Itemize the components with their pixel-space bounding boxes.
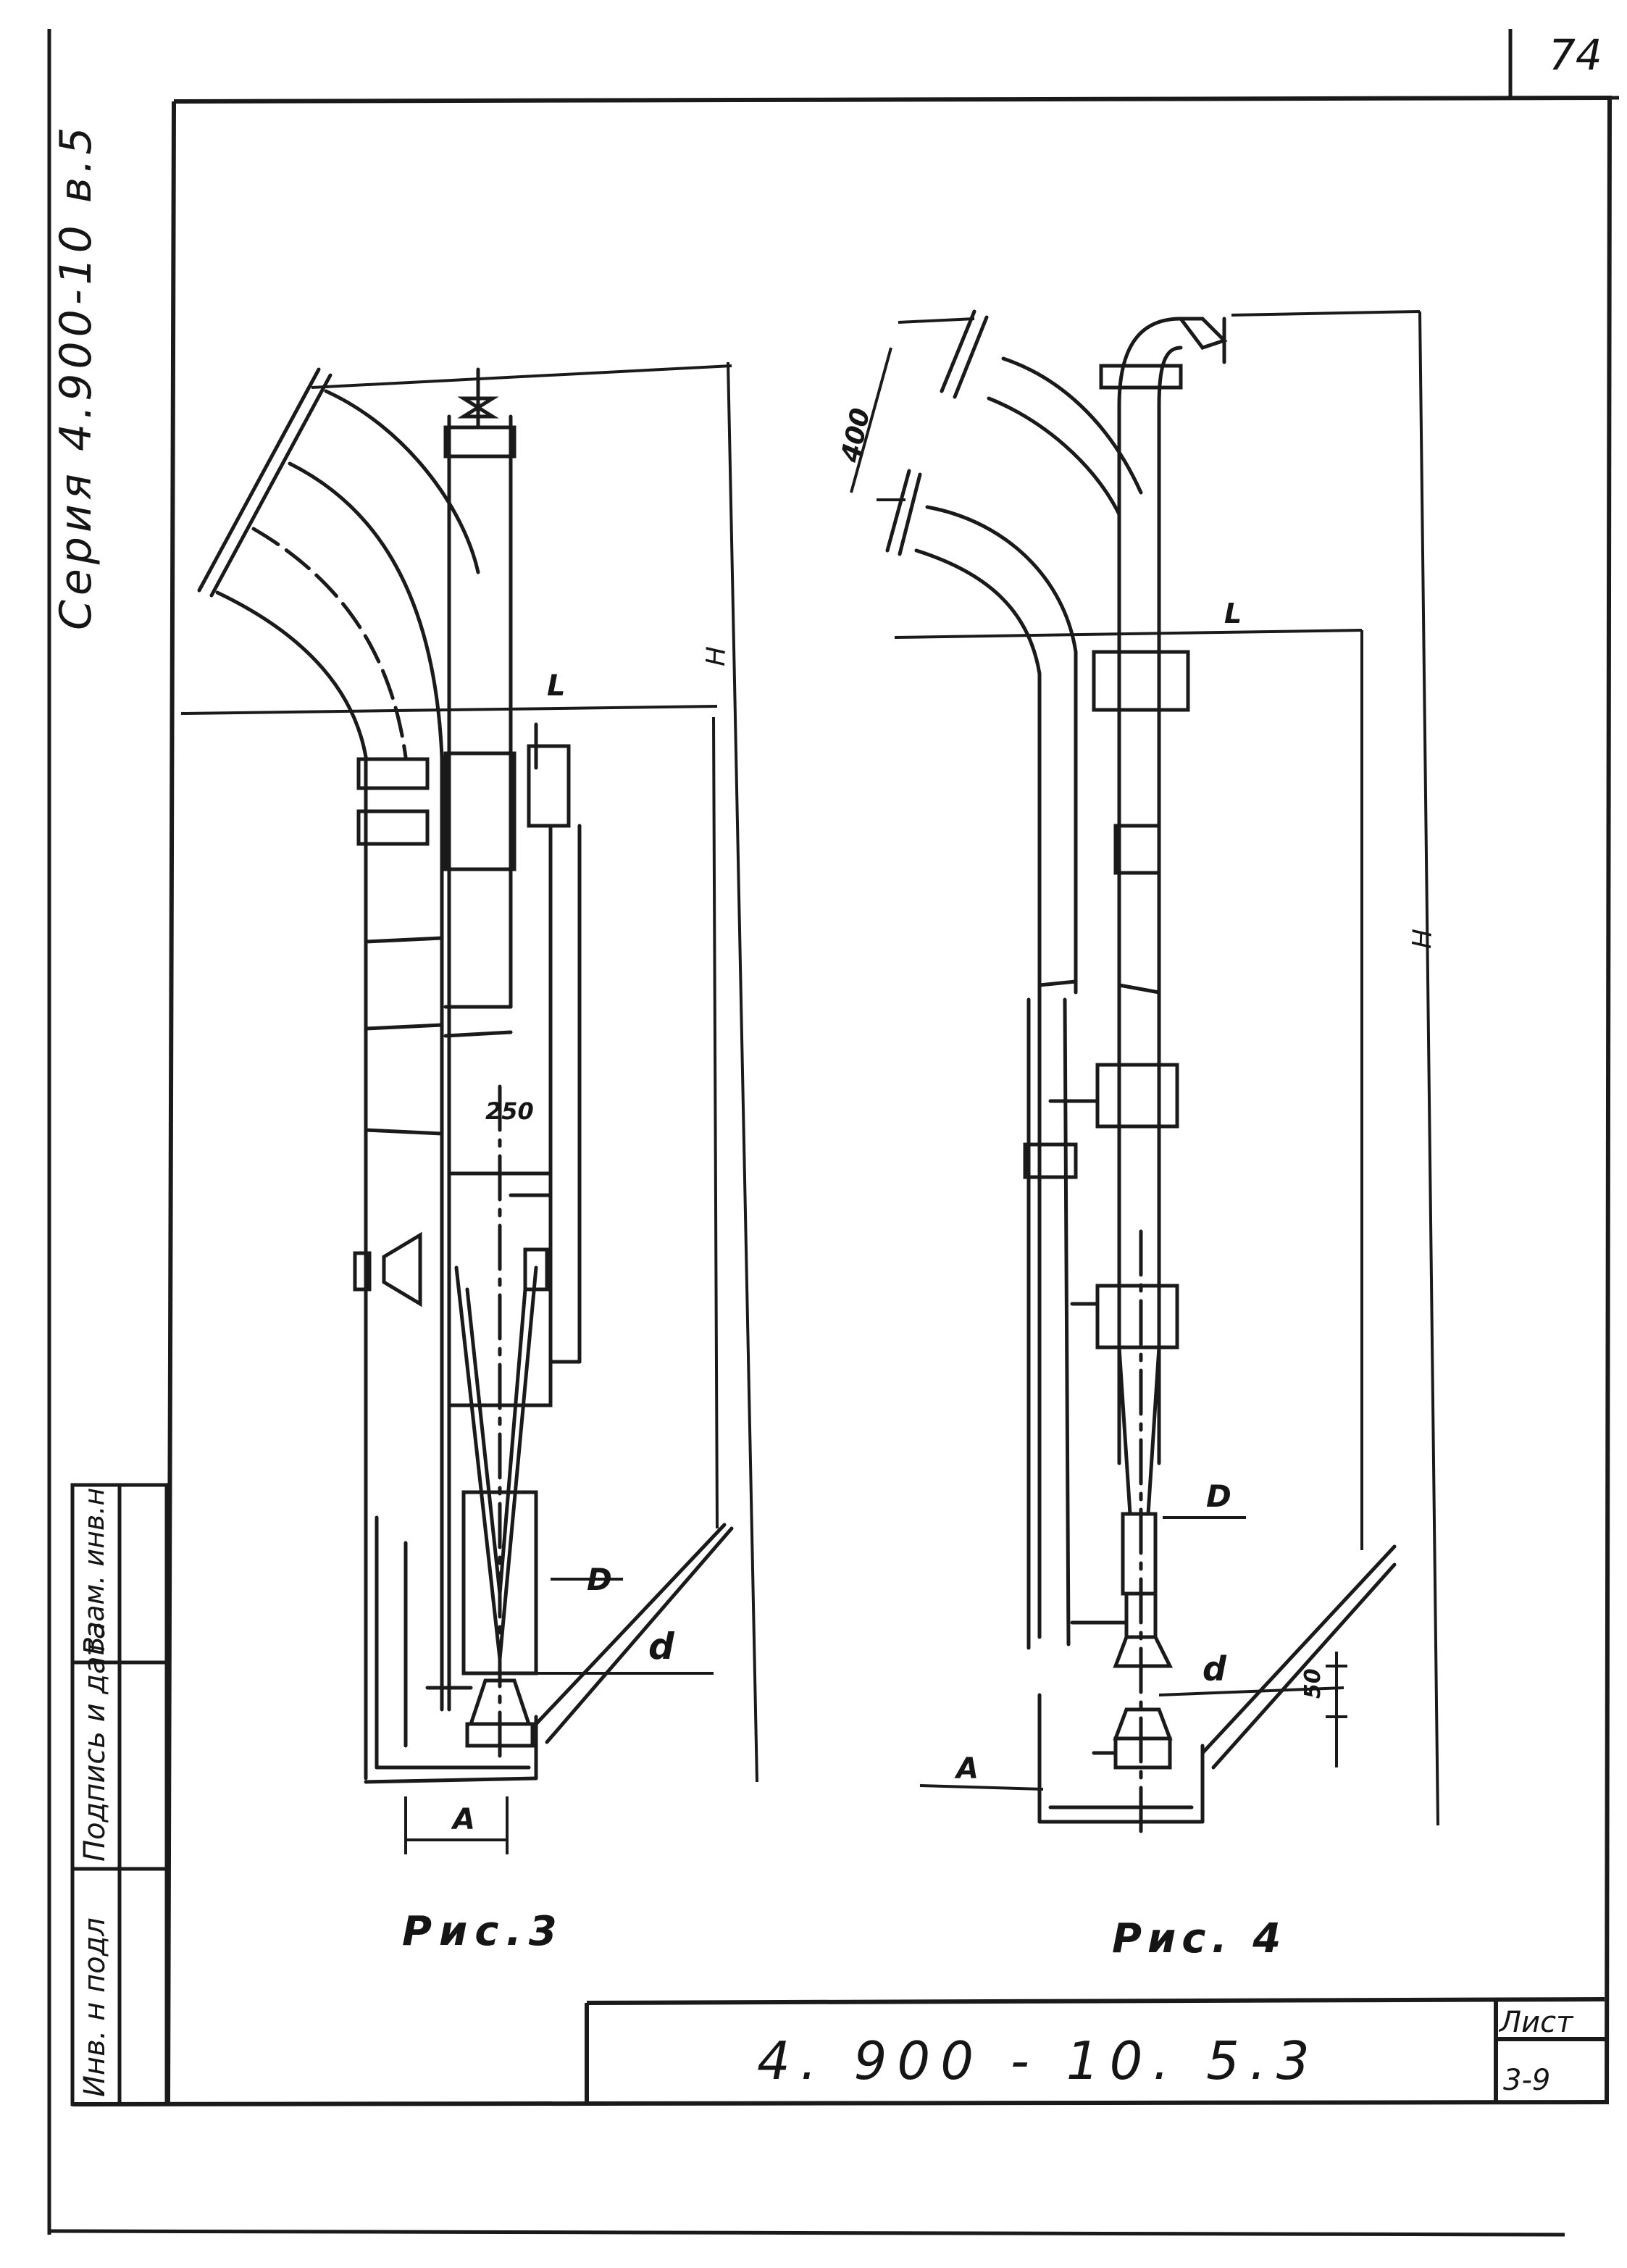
- figure-3-label-D: D: [587, 1562, 612, 1597]
- figure-3-caption: Рис.3: [402, 1908, 564, 1955]
- figure-4-label-A: A: [954, 1752, 979, 1786]
- title-sheet-label: Лист: [1498, 2006, 1574, 2039]
- title-sheet-number: 3-9: [1503, 2064, 1550, 2097]
- sheet-border: [47, 29, 1619, 2237]
- figure-4-dim-50: 50: [1300, 1668, 1326, 1699]
- figure-3-label-A: A: [451, 1803, 475, 1836]
- figure-4-dim-400: 400: [835, 406, 876, 466]
- page-number: 74: [1549, 30, 1602, 80]
- figure-4-drawing: [885, 309, 1397, 1835]
- figure-3-label-d: d: [648, 1625, 675, 1667]
- figure-3-dimensions: [180, 361, 758, 1854]
- figure-4-label-L: L: [1224, 598, 1242, 629]
- side-stamp-cell-3: Взам. инв.н: [78, 1487, 110, 1655]
- figure-3-dim-250: 250: [485, 1097, 534, 1125]
- side-stamp-cell-1: Инв. н подл: [78, 1917, 112, 2097]
- figure-4-label-d: d: [1203, 1649, 1227, 1689]
- figure-4-label-H: H: [1408, 929, 1438, 949]
- title-designation: 4. 900 - 10. 5.3: [757, 2030, 1320, 2091]
- figure-4-dimensions: [850, 310, 1439, 1826]
- figure-3-label-L: L: [547, 669, 566, 703]
- drawing-frame: [72, 96, 1613, 2106]
- figure-4-caption: Рис. 4: [1112, 1915, 1287, 1962]
- side-stamp: [70, 1483, 169, 2106]
- title-block: [585, 1997, 1607, 2104]
- figure-4-label-D: D: [1206, 1478, 1231, 1514]
- figure-3-drawing: [197, 367, 734, 1784]
- series-label: Серия 4.900-10 в.5: [51, 122, 101, 631]
- figure-3-label-H: H: [701, 646, 732, 666]
- side-stamp-cell-2: Подпись и дата: [78, 1621, 112, 1862]
